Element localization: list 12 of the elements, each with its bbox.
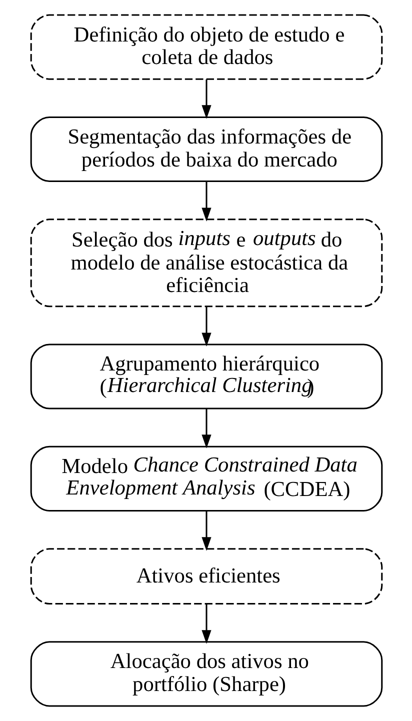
node-box: Modelo Chance Constrained Data Envelopment Analysis (CCDEA)	[30, 446, 382, 512]
node-box: Ativos eficientes	[30, 548, 382, 605]
arrow	[201, 182, 211, 222]
node-box: Seleção dos inputs e outputs do modelo de análise estocástica da eficiência	[30, 218, 382, 308]
arrow	[201, 604, 211, 644]
arrow	[201, 511, 211, 551]
arrow	[201, 79, 211, 119]
node-box: Segmentação das informações de períodos de baixa do mercado	[30, 116, 382, 182]
arrow	[201, 306, 211, 346]
node-box: Alocação dos ativos no portfólio (Sharpe)	[30, 641, 382, 707]
node-box: Definição do objeto de estudo e coleta de dados	[30, 14, 382, 80]
arrow	[201, 408, 211, 448]
